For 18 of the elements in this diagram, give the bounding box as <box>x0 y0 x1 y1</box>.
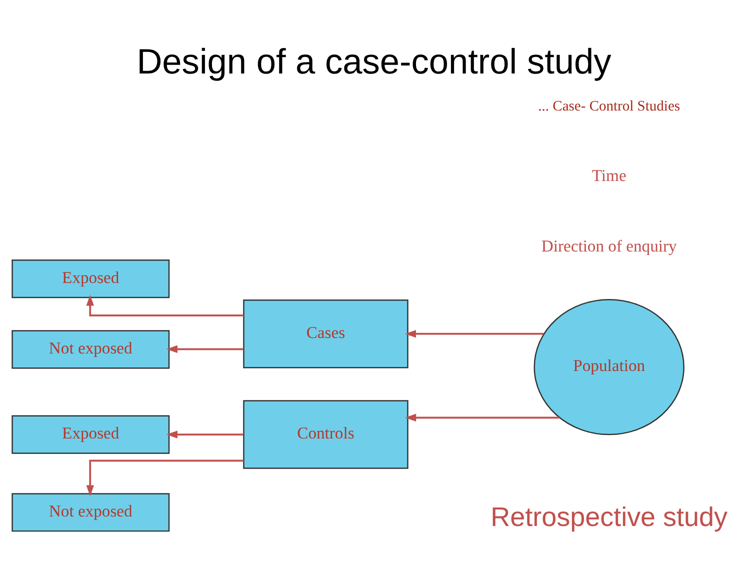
node-box: Not exposed <box>12 493 170 532</box>
node-box: Exposed <box>12 260 170 298</box>
arrow <box>166 345 244 354</box>
node-circle: Population <box>534 298 684 436</box>
arrow <box>86 294 244 316</box>
arrow <box>405 414 560 422</box>
diagram-title: Design of a case-control study <box>136 42 612 82</box>
label: ... Case- Control Studies <box>538 98 680 114</box>
arrow <box>86 460 244 496</box>
node-box: Not exposed <box>12 330 170 369</box>
label: Retrospective study <box>490 502 728 532</box>
node-box: Controls <box>243 400 408 469</box>
label: Direction of enquiry <box>541 236 677 256</box>
arrow <box>166 430 244 438</box>
arrow <box>404 330 544 338</box>
node-box: Cases <box>243 300 408 368</box>
node-box: Exposed <box>12 415 170 454</box>
label: Time <box>592 166 626 186</box>
